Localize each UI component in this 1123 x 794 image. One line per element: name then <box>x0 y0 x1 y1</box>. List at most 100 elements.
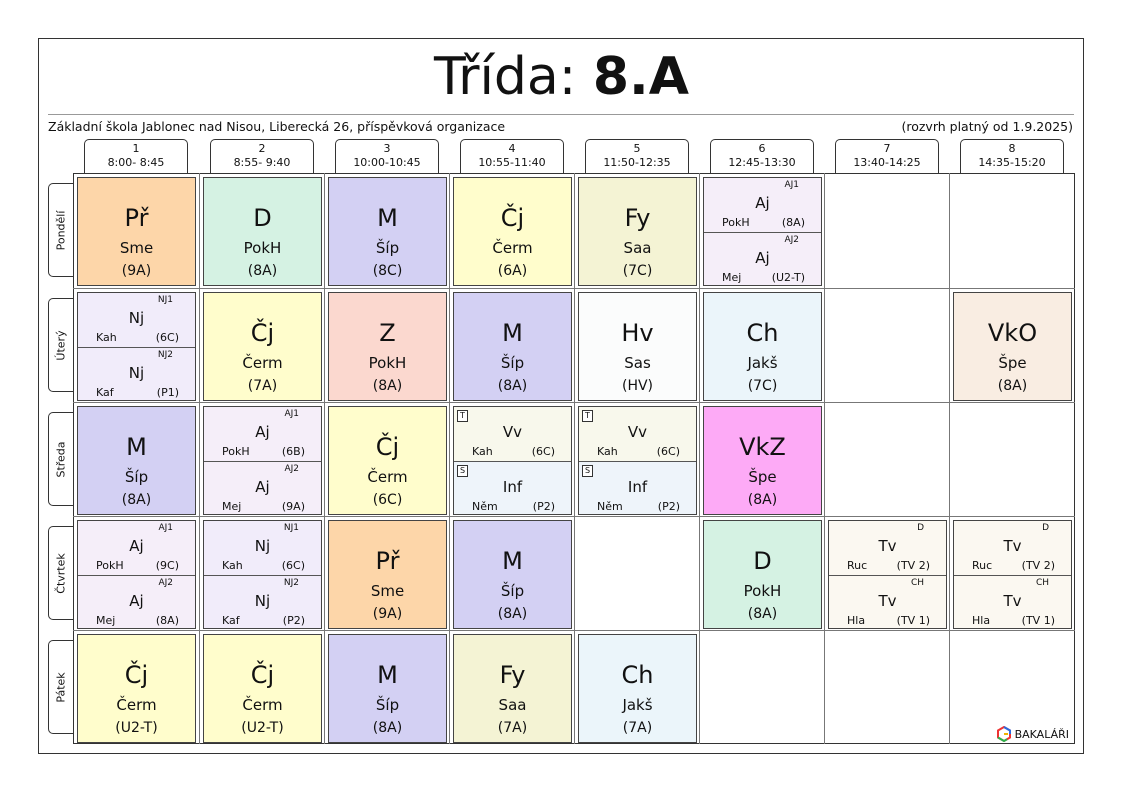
period-time: 11:50-12:35 <box>603 156 671 169</box>
period-number: 8 <box>1008 142 1016 155</box>
lesson-subject: Vv <box>627 423 648 441</box>
period-number: 6 <box>758 142 766 155</box>
lesson-group-label: NJ1 <box>283 523 299 533</box>
lesson-subject: M <box>377 204 398 232</box>
lesson-room: (8A) <box>747 606 778 622</box>
day-label-text: Pátek <box>54 671 68 703</box>
week-badge: T <box>582 410 593 422</box>
title-divider <box>48 114 1074 115</box>
lesson-room: (8A) <box>372 378 403 394</box>
lesson-teacher: Jakš <box>747 354 778 372</box>
lesson-group-label: NJ2 <box>283 578 299 588</box>
period-number: 3 <box>383 142 391 155</box>
lesson-room: (8A) <box>781 216 805 229</box>
lesson-subject: M <box>502 547 523 575</box>
lesson-teacher: Šíp <box>375 696 400 714</box>
lesson-room: (TV 1) <box>896 614 930 627</box>
lesson-subject: Aj <box>255 423 270 441</box>
lesson-teacher: PokH <box>743 582 782 600</box>
lesson-teacher: PokH <box>96 559 124 572</box>
lesson-room: (7A) <box>247 378 278 394</box>
day-label-2: Středa <box>48 412 73 506</box>
lesson-teacher: Čerm <box>242 696 283 714</box>
grid-column-line <box>699 173 700 744</box>
bakalari-logo: BAKALÁŘI <box>996 726 1069 742</box>
lesson-subject: VkZ <box>739 433 786 461</box>
lesson-subject: M <box>126 433 147 461</box>
lesson-teacher: Sme <box>119 239 154 257</box>
day-label-text: Čtvrtek <box>54 552 68 594</box>
lesson-teacher: Čerm <box>116 696 157 714</box>
lesson-subject: Aj <box>129 537 144 555</box>
lesson-subject: Aj <box>755 249 770 267</box>
grid-column-line <box>199 173 200 744</box>
lesson-room: (9A) <box>372 606 403 622</box>
lesson-room: (7C) <box>622 263 653 279</box>
lesson-subject: Z <box>379 319 396 347</box>
lesson-subject: Aj <box>755 194 770 212</box>
period-number: 4 <box>508 142 516 155</box>
lesson-teacher: Mej <box>222 500 242 513</box>
lesson-room: (8A) <box>121 492 152 508</box>
grid-column-line <box>324 173 325 744</box>
lesson-group-label: NJ1 <box>157 295 173 305</box>
lesson-subject: Čj <box>500 204 525 232</box>
lesson-teacher: Sas <box>624 354 651 372</box>
period-time: 12:45-13:30 <box>728 156 796 169</box>
lesson-subject: M <box>377 661 398 689</box>
lesson-room: (9A) <box>121 263 152 279</box>
lesson-room: (6C) <box>281 559 305 572</box>
